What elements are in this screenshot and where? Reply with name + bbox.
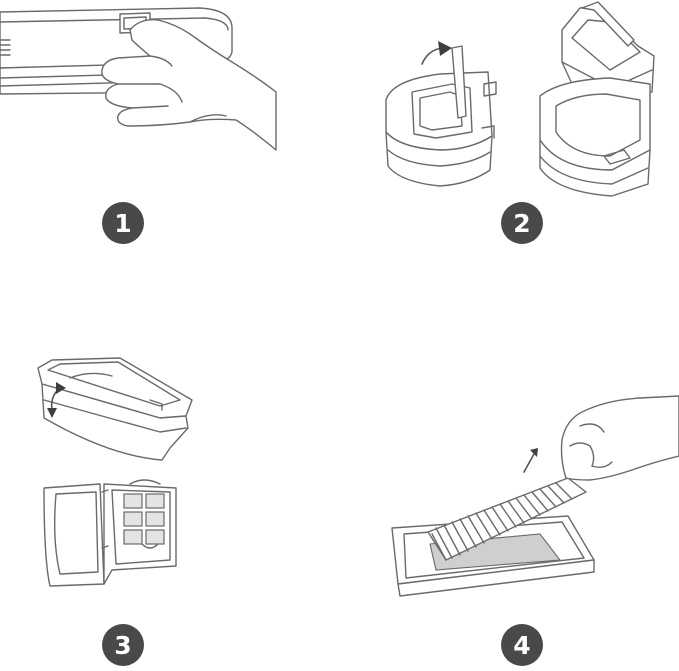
step-1-number: 1 — [114, 208, 132, 238]
step-4-number: 4 — [513, 630, 531, 660]
step-4-illustration — [391, 395, 679, 597]
step-2-number: 2 — [513, 208, 531, 238]
step-1-illustration — [0, 7, 277, 151]
step-2-illustration — [385, 1, 655, 197]
step-4-badge: 4 — [501, 624, 543, 666]
step-2-badge: 2 — [501, 202, 543, 244]
step-1-badge: 1 — [102, 202, 144, 244]
step-3-badge: 3 — [102, 624, 144, 666]
step-3-number: 3 — [114, 630, 132, 660]
step-3-illustration — [37, 357, 193, 587]
